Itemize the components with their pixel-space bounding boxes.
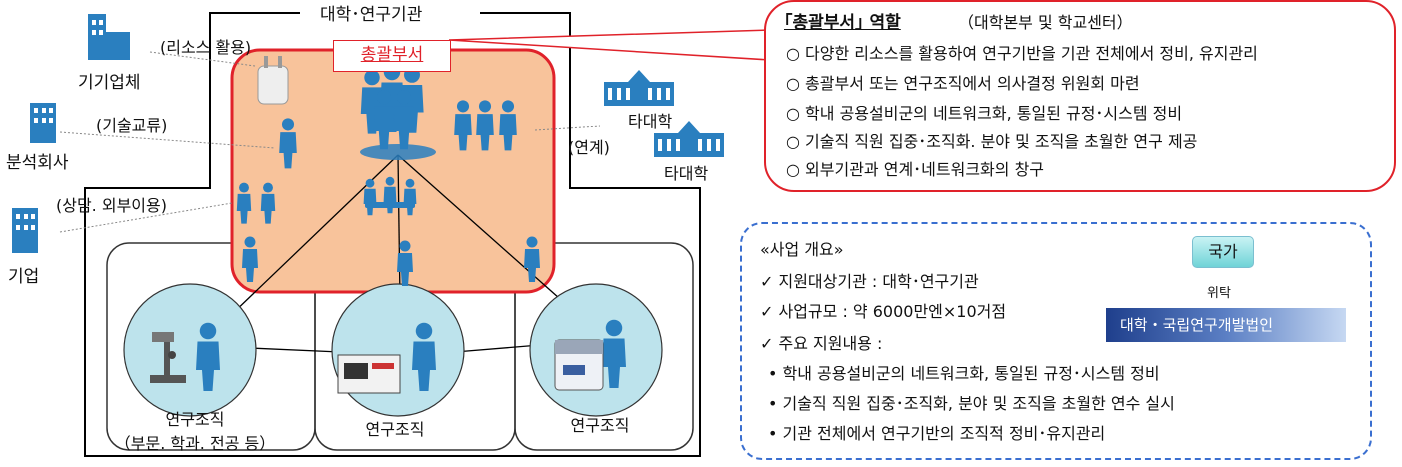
hq-people [236, 63, 540, 286]
link-label: (연계) [568, 138, 610, 157]
lab-label-2: 연구조직 [365, 420, 425, 439]
university-icon-1 [604, 70, 674, 106]
other-univ-label-2: 타대학 [664, 164, 709, 183]
equipment-company-label: 기기업체 [78, 73, 141, 93]
role-item: ○ 학내 공용설비군의 네트워크화, 통일된 규정･시스템 정비 [786, 104, 1183, 123]
equipment-company-icon [88, 14, 130, 60]
plug-icon [257, 56, 289, 105]
analysis-company-label: 분석회사 [6, 153, 69, 173]
overview-title: «사업 개요» [760, 240, 844, 259]
university-icon-2 [654, 121, 724, 157]
role-title: ｢총괄부서｣ 역할 [784, 13, 901, 33]
institution-border [84, 12, 701, 457]
resource-use-label: (리소스 활용) [160, 38, 252, 57]
centrifuge-icon [554, 339, 604, 391]
role-item: ○ 총괄부서 또는 연구조직에서 의사결정 위원회 마련 [786, 74, 1140, 93]
role-box [764, 0, 1396, 192]
lab-circle-1 [123, 283, 257, 417]
lab-label-3: 연구조직 [570, 416, 630, 435]
role-item: ○ 외부기관과 연계･네트워크화의 창구 [786, 160, 1045, 179]
tech-exchange-label: (기술교류) [96, 116, 168, 135]
lab-circle-2 [331, 283, 465, 417]
overview-item: ✓ 주요 지원내용 : [760, 334, 883, 353]
lab-label-1: 연구조직 [165, 410, 225, 429]
overview-item: ✓ 사업규모 : 약 6000만엔×10거점 [760, 302, 1007, 321]
organization-box: 대학・국립연구개발법인 [1106, 308, 1346, 342]
role-item: ○ 기술직 직원 집중･조직화. 분야 및 조직을 초월한 연구 제공 [786, 132, 1198, 151]
overview-bullet: • 학내 공용설비군의 네트워크화, 통일된 규정･시스템 정비 [768, 364, 1160, 383]
delegate-label: 위탁 [1207, 286, 1231, 301]
consult-external-label: (상담. 외부이용) [56, 196, 167, 215]
overview-item: ✓ 지원대상기관 : 대학･연구기관 [760, 272, 979, 291]
role-subtitle: （대학본부 및 학교센터） [958, 13, 1133, 32]
overview-bullet: • 기술직 직원 집중･조직화, 분야 및 조직을 초월한 연수 실시 [768, 394, 1175, 413]
other-univ-label-1: 타대학 [628, 112, 673, 131]
company-label: 기업 [8, 267, 40, 287]
university-icons [604, 70, 724, 157]
overview-bullet: • 기관 전체에서 연구기반의 조직적 정비･유지관리 [768, 424, 1106, 443]
headquarters-label: 총괄부서 [333, 40, 451, 72]
role-item: ○ 다양한 리소스를 활용하여 연구기반을 기관 전체에서 정비, 유지관리 [786, 44, 1258, 63]
institution-title: 대학･연구기관 [316, 0, 427, 25]
lab-sublabel-1: （부문. 학과. 전공 등） [114, 434, 276, 453]
microscope-icon [150, 332, 186, 383]
analyzer-icon [337, 354, 401, 394]
external-links [59, 51, 601, 233]
government-box: 국가 [1192, 236, 1254, 268]
